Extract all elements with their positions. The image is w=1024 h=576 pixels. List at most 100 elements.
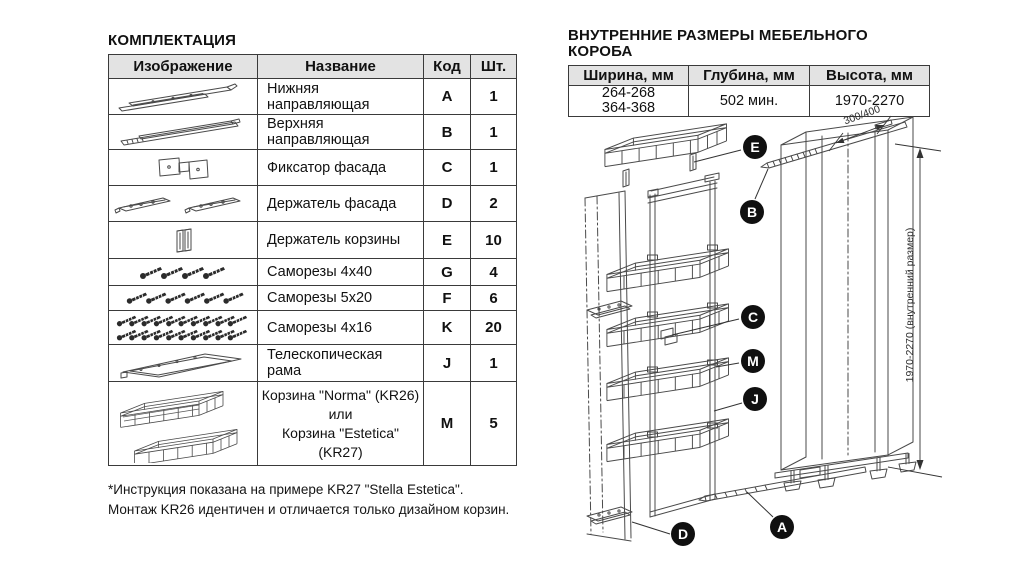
- callout-C: C: [741, 305, 765, 329]
- footnote-line1: *Инструкция показана на примере KR27 "St…: [108, 482, 464, 497]
- table-row: Телескопическая рама J 1: [108, 344, 517, 382]
- svg-text:A: A: [777, 519, 787, 535]
- part-code: G: [423, 258, 471, 286]
- height-dimension: 1970-2270 (внутренний размер): [887, 143, 943, 478]
- cabinet-carcass: [780, 116, 914, 471]
- assembly-diagram-drawing: E B C M J D A 300/400 1970-2270: [584, 103, 943, 546]
- callout-D: D: [671, 522, 695, 546]
- upper-guide-rail: [760, 119, 908, 169]
- part-name: Верхняя направляющая: [257, 114, 424, 150]
- kit-table: Изображение Название Код Шт. Нижняя напр…: [108, 54, 517, 466]
- telescopic-frame-image: [108, 344, 258, 382]
- part-name: Держатель корзины: [257, 221, 424, 259]
- dims-value-row: 264-268 364-368 502 мин. 1970-2270: [568, 85, 930, 117]
- lower-slide-rail-image: [108, 78, 258, 115]
- callout-A: A: [770, 515, 794, 539]
- kit-header-image: Изображение: [108, 54, 258, 79]
- adjustable-feet: [783, 453, 917, 492]
- footnote: *Инструкция показана на примере KR27 "St…: [108, 480, 516, 520]
- part-code: D: [423, 185, 471, 222]
- part-name: Саморезы 4x40: [257, 258, 424, 286]
- dims-header-height: Высота, мм: [809, 65, 930, 86]
- part-qty: 10: [470, 221, 517, 259]
- screws-4x40-image: [108, 258, 258, 286]
- screws-4x16-image: [108, 310, 258, 345]
- part-qty: 1: [470, 78, 517, 115]
- facade-fixator-image: [108, 149, 258, 186]
- width-value-line1: 264-268: [601, 85, 656, 101]
- part-name-line1: Корзина "Norma" (KR26): [261, 386, 420, 403]
- depth-dimension: 300/400: [828, 103, 892, 152]
- width-value-line2: 364-368: [601, 100, 656, 116]
- depth-value: 502 мин.: [688, 85, 810, 117]
- callout-J: J: [743, 387, 767, 411]
- part-name-line3: Корзина "Estetica" (KR27): [282, 424, 399, 460]
- kit-header-qty: Шт.: [470, 54, 517, 79]
- dims-header-width: Ширина, мм: [568, 65, 689, 86]
- dimensions-section: ВНУТРЕННИЕ РАЗМЕРЫ МЕБЕЛЬНОГО КОРОБА Шир…: [568, 28, 936, 117]
- part-qty: 4: [470, 258, 517, 286]
- part-qty: 1: [470, 114, 517, 150]
- lower-guide-rail: [698, 452, 909, 502]
- table-row: Саморезы 5x20 F 6: [108, 285, 517, 311]
- facade-holder-bottom: [586, 506, 633, 525]
- table-row: Саморезы 4x16 K 20: [108, 310, 517, 345]
- part-code: F: [423, 285, 471, 311]
- part-code: C: [423, 149, 471, 186]
- table-row: Саморезы 4x40 G 4: [108, 258, 517, 286]
- part-name: Держатель фасада: [257, 185, 424, 222]
- part-qty: 1: [470, 149, 517, 186]
- table-row: Держатель фасада D 2: [108, 185, 517, 222]
- part-qty: 20: [470, 310, 517, 345]
- part-code: J: [423, 344, 471, 382]
- dims-header-row: Ширина, мм Глубина, мм Высота, мм: [568, 65, 930, 86]
- svg-text:B: B: [747, 204, 757, 220]
- part-qty: 6: [470, 285, 517, 311]
- baskets-image: [108, 381, 258, 466]
- part-name: Фиксатор фасада: [257, 149, 424, 186]
- kit-title: КОМПЛЕКТАЦИЯ: [108, 32, 237, 49]
- assembly-diagram: E B C M J D A 300/400 1970-2270: [575, 103, 995, 570]
- part-name: Саморезы 4x16: [257, 310, 424, 345]
- table-row: Корзина "Norma" (KR26) или Корзина "Este…: [108, 381, 517, 466]
- height-dimension-label: 1970-2270 (внутренний размер): [904, 228, 916, 383]
- dims-header-depth: Глубина, мм: [688, 65, 810, 86]
- part-qty: 1: [470, 344, 517, 382]
- table-row: Держатель корзины E 10: [108, 221, 517, 259]
- svg-text:C: C: [748, 309, 758, 325]
- part-code: B: [423, 114, 471, 150]
- basket-holder-image: [108, 221, 258, 259]
- part-code: A: [423, 78, 471, 115]
- part-name: Саморезы 5x20: [257, 285, 424, 311]
- part-name: Нижняя направляющая: [257, 78, 424, 115]
- footnote-line2: Монтаж KR26 идентичен и отличается тольк…: [108, 502, 510, 517]
- callout-leader-lines: [631, 149, 774, 535]
- exploded-basket: [604, 123, 727, 168]
- screws-5x20-image: [108, 285, 258, 311]
- part-name: Корзина "Norma" (KR26) или Корзина "Este…: [257, 381, 424, 466]
- kit-header-row: Изображение Название Код Шт.: [108, 54, 517, 79]
- svg-text:J: J: [751, 391, 759, 407]
- width-value: 264-268 364-368: [568, 85, 689, 117]
- part-qty: 5: [470, 381, 517, 466]
- telescopic-frame: [647, 172, 720, 518]
- kit-header-name: Название: [257, 54, 424, 79]
- part-code: M: [423, 381, 471, 466]
- facade-panel: [584, 190, 632, 542]
- dimensions-table: Ширина, мм Глубина, мм Высота, мм 264-26…: [568, 65, 930, 117]
- table-row: Верхняя направляющая B 1: [108, 114, 517, 150]
- table-row: Нижняя направляющая A 1: [108, 78, 517, 115]
- callout-B: B: [740, 200, 764, 224]
- svg-text:M: M: [747, 353, 759, 369]
- svg-text:D: D: [678, 526, 688, 542]
- kit-section: КОМПЛЕКТАЦИЯ Изображение Название Код Шт…: [108, 32, 517, 520]
- part-name-line2: или: [328, 405, 353, 422]
- basket-holder-pieces: [622, 152, 697, 188]
- part-code: K: [423, 310, 471, 345]
- kit-header-code: Код: [423, 54, 471, 79]
- dimensions-title: ВНУТРЕННИЕ РАЗМЕРЫ МЕБЕЛЬНОГО КОРОБА: [568, 27, 868, 60]
- facade-holder-image: [108, 185, 258, 222]
- upper-slide-rail-image: [108, 114, 258, 150]
- table-row: Фиксатор фасада C 1: [108, 149, 517, 186]
- part-code: E: [423, 221, 471, 259]
